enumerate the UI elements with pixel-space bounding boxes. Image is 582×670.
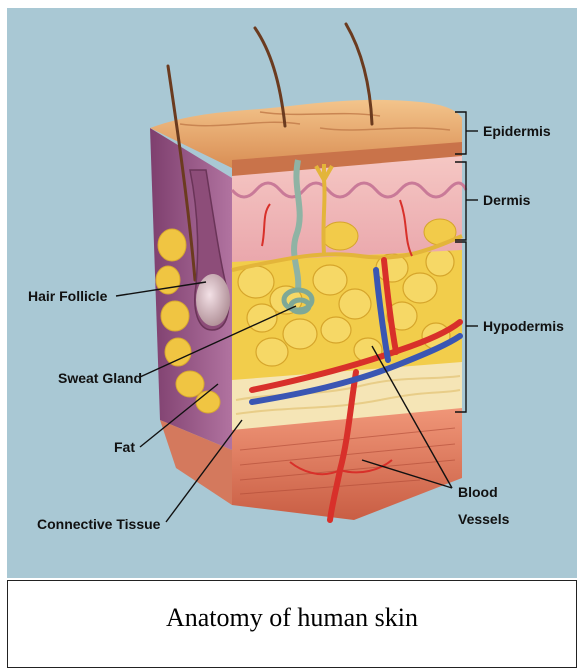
label-dermis: Dermis — [483, 192, 531, 208]
label-blood-vessels-line1: Blood — [458, 484, 498, 500]
skin-cross-section-diagram: Epidermis Dermis Hypodermis Hair Follicl… — [0, 0, 582, 580]
label-hair-follicle: Hair Follicle — [28, 288, 108, 304]
hair-bulb — [196, 274, 230, 326]
label-fat: Fat — [114, 439, 135, 455]
label-epidermis: Epidermis — [483, 123, 551, 139]
label-sweat-gland: Sweat Gland — [58, 370, 142, 386]
figure-caption: Anatomy of human skin — [8, 603, 576, 633]
label-blood-vessels-line2: Vessels — [458, 511, 510, 527]
label-hypodermis: Hypodermis — [483, 318, 564, 334]
label-connective-tissue: Connective Tissue — [37, 516, 161, 532]
caption-box: Anatomy of human skin — [7, 580, 577, 668]
